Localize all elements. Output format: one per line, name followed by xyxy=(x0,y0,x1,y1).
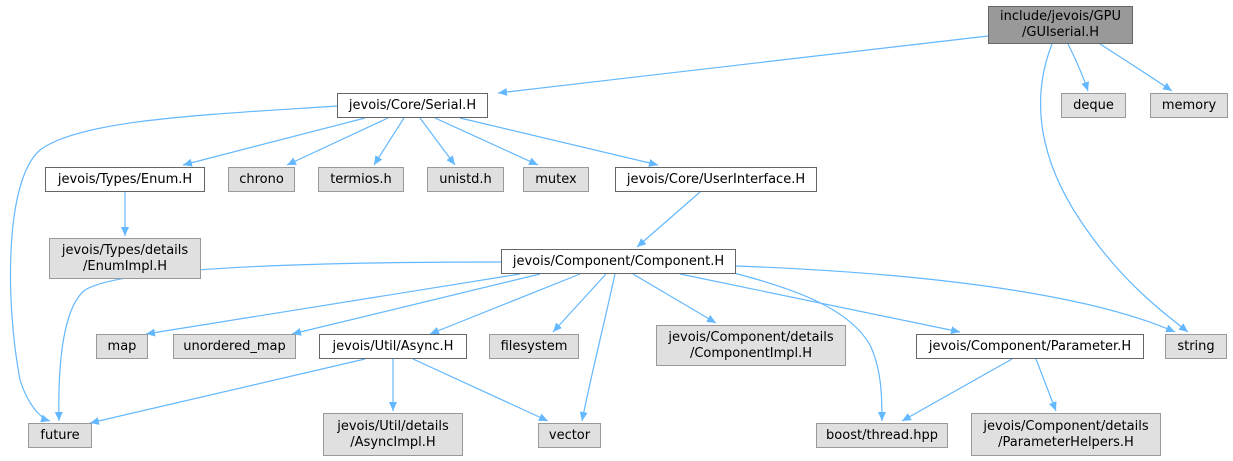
node-componentimpl: jevois/Component/details/ComponentImpl.H xyxy=(656,325,846,366)
node-label: filesystem xyxy=(500,338,568,354)
node-label: memory xyxy=(1161,97,1217,113)
node-label: jevois/Component/details xyxy=(668,329,834,345)
node-label: jevois/Core/Serial.H xyxy=(348,97,477,113)
edge-guiserial-to-string xyxy=(1039,43,1189,333)
node-label: unordered_map xyxy=(183,338,286,354)
edge-serial-to-mutex xyxy=(434,117,539,166)
node-enum[interactable]: jevois/Types/Enum.H xyxy=(45,167,205,192)
edge-component-to-filesystem xyxy=(552,273,607,333)
node-label: jevois/Core/UserInterface.H xyxy=(626,171,806,187)
edge-serial-to-userinterface xyxy=(459,117,659,167)
node-label: /GUIserial.H xyxy=(1021,25,1100,40)
edge-async-to-vector xyxy=(412,358,549,422)
edge-guiserial-to-memory xyxy=(1099,43,1173,92)
node-map: map xyxy=(96,334,148,359)
edge-component-to-parameter xyxy=(679,273,961,335)
node-label: map xyxy=(107,338,137,354)
edge-guiserial-to-deque xyxy=(1067,43,1089,92)
node-label: future xyxy=(40,427,80,443)
node-label: jevois/Component/Component.H xyxy=(512,253,725,269)
node-userinterface[interactable]: jevois/Core/UserInterface.H xyxy=(615,167,817,192)
node-vector: vector xyxy=(538,423,601,448)
node-label: jevois/Util/details xyxy=(337,418,449,434)
node-asyncimpl: jevois/Util/details/AsyncImpl.H xyxy=(323,413,463,456)
edge-parameter-to-paramhelpers xyxy=(1035,358,1057,412)
edge-component-to-unordered_map xyxy=(291,273,541,336)
edge-guiserial-to-serial xyxy=(497,35,989,96)
node-label: /ParameterHelpers.H xyxy=(998,434,1134,450)
node-label: jevois/Component/Parameter.H xyxy=(928,338,1132,354)
node-label: jevois/Types/details xyxy=(61,242,189,258)
node-label: /EnumImpl.H xyxy=(82,258,167,274)
node-boostthread: boost/thread.hpp xyxy=(816,423,948,448)
node-label: jevois/Util/Async.H xyxy=(332,338,454,354)
edge-component-to-boostthread xyxy=(729,271,886,422)
edge-async-to-future xyxy=(89,358,366,425)
node-guiserial[interactable]: include/jevois/GPU/GUIserial.H xyxy=(988,6,1133,44)
edge-userinterface-to-component xyxy=(636,191,701,248)
node-label: deque xyxy=(1073,97,1114,113)
edge-component-to-vector xyxy=(579,273,616,422)
node-label: jevois/Component/details xyxy=(983,418,1149,434)
node-component[interactable]: jevois/Component/Component.H xyxy=(501,249,736,274)
edge-serial-to-unistd xyxy=(419,117,456,166)
edge-serial-to-future xyxy=(9,105,338,423)
edge-component-to-componentimpl xyxy=(632,273,717,324)
node-memory: memory xyxy=(1150,93,1228,118)
node-mutex: mutex xyxy=(523,167,589,192)
node-future: future xyxy=(28,423,92,448)
edge-component-to-map xyxy=(145,273,521,337)
node-label: vector xyxy=(548,427,591,443)
node-async[interactable]: jevois/Util/Async.H xyxy=(319,334,467,359)
node-label: /ComponentImpl.H xyxy=(689,345,813,361)
node-filesystem: filesystem xyxy=(489,334,579,359)
edge-component-to-future xyxy=(54,261,502,422)
edge-serial-to-termios xyxy=(373,117,405,166)
edge-serial-to-enum xyxy=(182,117,366,167)
node-paramhelpers: jevois/Component/details/ParameterHelper… xyxy=(971,413,1161,456)
node-unistd: unistd.h xyxy=(427,167,504,192)
node-deque: deque xyxy=(1061,93,1126,118)
node-termios: termios.h xyxy=(318,167,404,192)
node-label: string xyxy=(1177,338,1215,354)
node-parameter[interactable]: jevois/Component/Parameter.H xyxy=(916,334,1144,359)
node-label: mutex xyxy=(535,171,577,187)
node-unordered_map: unordered_map xyxy=(173,334,296,359)
edge-component-to-async xyxy=(429,273,581,335)
edge-parameter-to-boostthread xyxy=(901,358,1013,422)
edge-component-to-string xyxy=(735,265,1176,333)
node-label: /AsyncImpl.H xyxy=(350,434,436,450)
edge-serial-to-chrono xyxy=(286,117,389,166)
node-chrono: chrono xyxy=(228,167,295,192)
node-enumimpl: jevois/Types/details/EnumImpl.H xyxy=(49,238,201,279)
node-label: boost/thread.hpp xyxy=(826,427,938,443)
node-label: jevois/Types/Enum.H xyxy=(57,171,193,187)
node-label: unistd.h xyxy=(439,171,492,187)
node-string: string xyxy=(1165,334,1227,359)
node-label: termios.h xyxy=(330,171,392,187)
node-label: chrono xyxy=(239,171,284,187)
node-serial[interactable]: jevois/Core/Serial.H xyxy=(337,93,488,118)
node-label: include/jevois/GPU xyxy=(1000,9,1121,24)
